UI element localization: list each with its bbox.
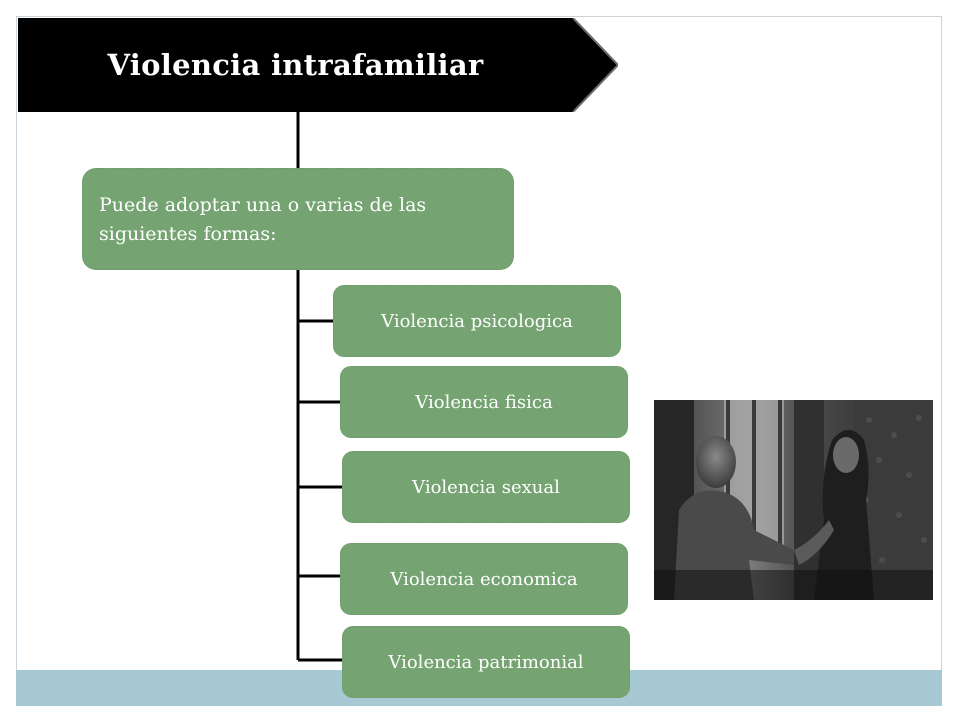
form-box-sexual: Violencia sexual	[342, 451, 630, 523]
slide-title: Violencia intrafamiliar	[107, 48, 484, 82]
domestic-violence-photo-icon	[654, 400, 933, 600]
form-box-psicologica: Violencia psicologica	[333, 285, 621, 357]
form-box-patrimonial: Violencia patrimonial	[342, 626, 630, 698]
form-box-economica: Violencia economica	[340, 543, 628, 615]
intro-box: Puede adoptar una o varias de las siguie…	[82, 168, 514, 270]
form-box-fisica: Violencia fisica	[340, 366, 628, 438]
title-banner	[18, 18, 618, 112]
